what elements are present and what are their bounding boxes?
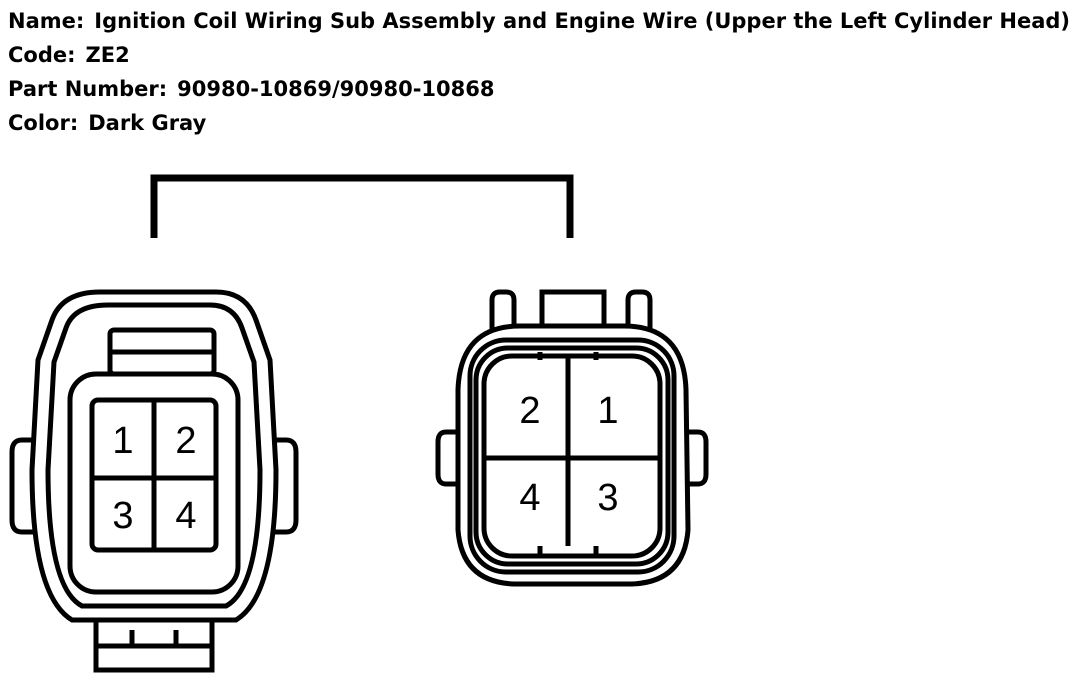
right-pin-label: 2 — [519, 390, 540, 432]
left-connector — [9, 289, 299, 673]
left-connector-right-ear — [272, 437, 299, 535]
part-number-label: Part Number: — [8, 77, 168, 101]
left-connector-pins: 1 2 3 4 — [112, 420, 196, 537]
left-pin-label: 4 — [175, 495, 196, 537]
color-label: Color: — [8, 111, 79, 135]
color-row: Color: Dark Gray — [8, 106, 1070, 140]
left-connector-outer-shell — [29, 289, 279, 623]
part-number-row: Part Number: 90980-10869/90980-10868 — [8, 72, 1070, 106]
right-pin-label: 3 — [597, 477, 618, 519]
right-connector-ring-middle — [473, 345, 671, 567]
code-label: Code: — [8, 43, 76, 67]
right-connector — [435, 289, 709, 587]
right-connector-outer-shell — [455, 323, 691, 587]
right-pin-label: 1 — [597, 390, 618, 432]
connector-info: Name: Ignition Coil Wiring Sub Assembly a… — [8, 4, 1070, 140]
left-connector-left-ear — [9, 437, 36, 535]
left-pin-label: 2 — [175, 420, 196, 462]
color-value: Dark Gray — [88, 111, 207, 135]
code-value: ZE2 — [85, 43, 130, 67]
left-connector-face — [67, 371, 241, 595]
name-label: Name: — [8, 9, 85, 33]
left-pin-label: 3 — [112, 495, 133, 537]
part-number-value: 90980-10869/90980-10868 — [177, 77, 495, 101]
right-connector-ring-outer — [467, 337, 677, 575]
right-connector-pins: 2 1 4 3 — [519, 390, 618, 519]
left-connector-inner-rim — [45, 302, 263, 609]
left-pin-label: 1 — [112, 420, 133, 462]
right-connector-left-ear — [435, 429, 458, 487]
right-connector-right-ear — [686, 429, 709, 487]
code-row: Code: ZE2 — [8, 38, 1070, 72]
pair-bracket — [150, 174, 574, 238]
name-row: Name: Ignition Coil Wiring Sub Assembly a… — [8, 4, 1070, 38]
right-connector-top-tabs — [489, 289, 653, 330]
name-value: Ignition Coil Wiring Sub Assembly and En… — [94, 9, 1071, 33]
right-pin-label: 4 — [519, 477, 540, 519]
